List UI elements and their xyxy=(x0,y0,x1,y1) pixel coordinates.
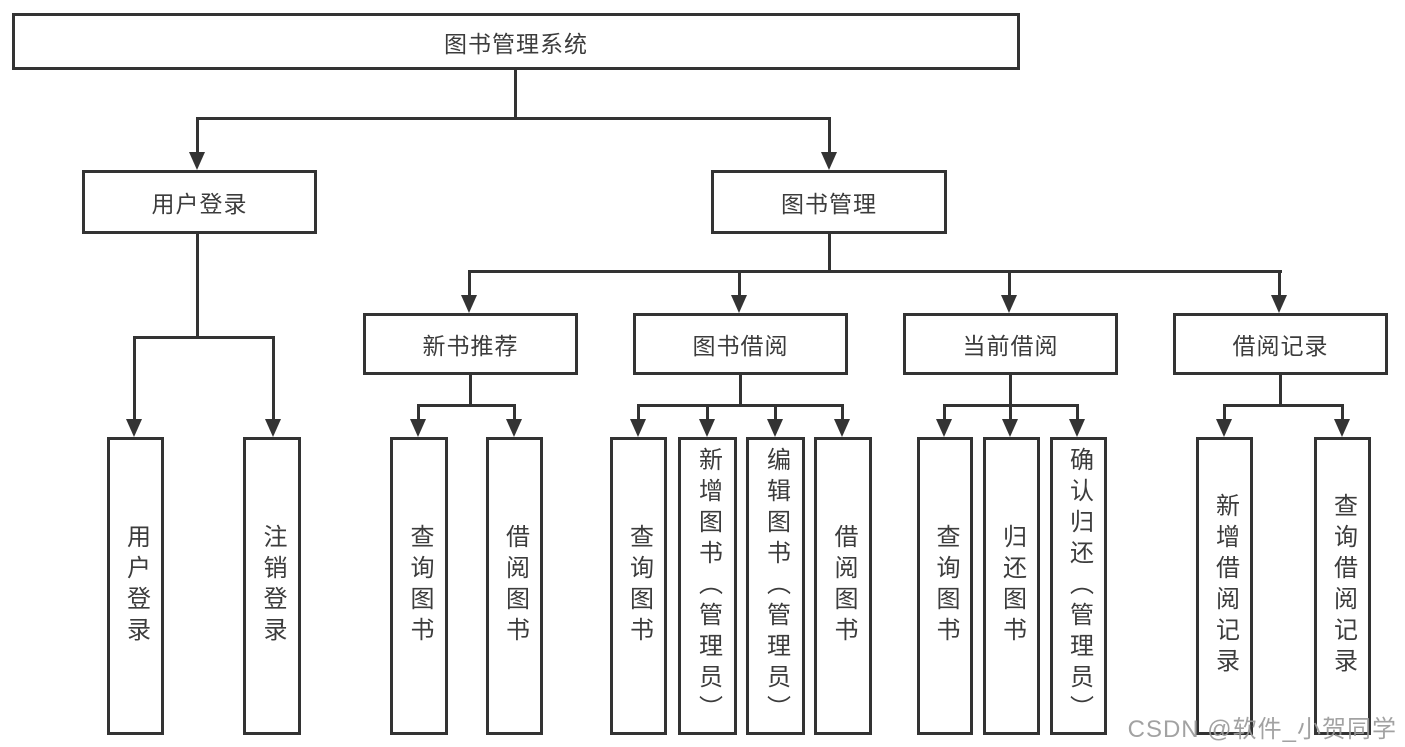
connector-vline xyxy=(828,233,831,272)
leaf-add-borrow-record-label: 新增借阅记录 xyxy=(1211,493,1239,679)
connector-vline xyxy=(417,404,420,421)
connector-vline xyxy=(514,70,517,119)
leaf-user-login-label: 用户登录 xyxy=(122,524,150,648)
connector-vline xyxy=(841,404,844,421)
arrow-down-icon xyxy=(506,419,522,437)
connector-vline xyxy=(1008,270,1011,297)
arrow-down-icon xyxy=(699,419,715,437)
arrow-down-icon xyxy=(410,419,426,437)
node-current-borrowing: 当前借阅 xyxy=(903,313,1118,375)
arrow-down-icon xyxy=(1334,419,1350,437)
arrow-down-icon xyxy=(731,295,747,313)
arrow-down-icon xyxy=(630,419,646,437)
connector-hline xyxy=(133,336,275,339)
leaf-edit-book-admin-label: 编辑图书（管理员） xyxy=(762,446,790,726)
leaf-add-book-admin: 新增图书（管理员） xyxy=(678,437,737,735)
arrow-down-icon xyxy=(265,419,281,437)
leaf-query-books-2-label: 查询图书 xyxy=(625,524,653,648)
leaf-borrow-books-2: 借阅图书 xyxy=(814,437,872,735)
csdn-watermark: CSDN @软件_小贺同学 xyxy=(1127,716,1397,743)
leaf-query-books-3-label: 查询图书 xyxy=(932,524,959,648)
leaf-borrow-books-label: 借阅图书 xyxy=(501,524,529,648)
leaf-confirm-return-admin-label: 确认归还（管理员） xyxy=(1065,446,1093,726)
connector-hline xyxy=(196,117,831,120)
node-new-book-recommendation-label: 新书推荐 xyxy=(422,333,519,359)
connector-vline xyxy=(272,336,275,421)
arrow-down-icon xyxy=(834,419,850,437)
node-book-borrowing: 图书借阅 xyxy=(633,313,848,375)
arrow-down-icon xyxy=(821,152,837,170)
connector-vline xyxy=(739,374,742,406)
arrow-down-icon xyxy=(461,295,477,313)
connector-vline xyxy=(1279,374,1282,406)
node-new-book-recommendation: 新书推荐 xyxy=(363,313,578,375)
leaf-logout: 注销登录 xyxy=(243,437,301,735)
leaf-confirm-return-admin: 确认归还（管理员） xyxy=(1050,437,1107,735)
leaf-return-books: 归还图书 xyxy=(983,437,1040,735)
arrow-down-icon xyxy=(767,419,783,437)
node-borrowing-records: 借阅记录 xyxy=(1173,313,1388,375)
node-root-library-system: 图书管理系统 xyxy=(12,13,1020,70)
leaf-query-books: 查询图书 xyxy=(390,437,448,735)
connector-vline xyxy=(1009,374,1012,406)
arrow-down-icon xyxy=(1001,295,1017,313)
connector-vline xyxy=(706,404,709,421)
node-book-management-label: 图书管理 xyxy=(781,191,877,217)
connector-vline xyxy=(738,270,741,297)
node-root-label: 图书管理系统 xyxy=(444,30,588,57)
arrow-down-icon xyxy=(189,152,205,170)
leaf-query-books-2: 查询图书 xyxy=(610,437,667,735)
leaf-user-login: 用户登录 xyxy=(107,437,164,735)
arrow-down-icon xyxy=(1216,419,1232,437)
leaf-query-books-label: 查询图书 xyxy=(406,524,433,648)
leaf-query-borrow-record: 查询借阅记录 xyxy=(1314,437,1371,735)
connector-vline xyxy=(1278,270,1281,297)
connector-vline xyxy=(828,117,831,155)
leaf-logout-label: 注销登录 xyxy=(259,524,286,648)
arrow-down-icon xyxy=(936,419,952,437)
node-borrowing-records-label: 借阅记录 xyxy=(1232,333,1329,359)
leaf-borrow-books-2-label: 借阅图书 xyxy=(830,524,857,648)
connector-vline xyxy=(469,374,472,406)
connector-vline xyxy=(196,233,199,338)
arrow-down-icon xyxy=(1271,295,1287,313)
connector-vline xyxy=(196,117,199,155)
arrow-down-icon xyxy=(1002,419,1018,437)
connector-vline xyxy=(133,336,136,421)
connector-vline xyxy=(774,404,777,421)
leaf-add-borrow-record: 新增借阅记录 xyxy=(1196,437,1253,735)
arrow-down-icon xyxy=(1069,419,1085,437)
connector-vline xyxy=(468,270,471,297)
connector-hline xyxy=(468,270,1282,273)
connector-vline xyxy=(1076,404,1079,421)
node-book-management: 图书管理 xyxy=(711,170,947,234)
connector-hline xyxy=(1223,404,1344,407)
leaf-add-book-admin-label: 新增图书（管理员） xyxy=(694,446,722,726)
connector-vline xyxy=(1341,404,1344,421)
leaf-query-books-3: 查询图书 xyxy=(917,437,973,735)
node-user-login-label: 用户登录 xyxy=(151,191,248,217)
connector-vline xyxy=(1223,404,1226,421)
leaf-return-books-label: 归还图书 xyxy=(998,524,1026,648)
leaf-edit-book-admin: 编辑图书（管理员） xyxy=(746,437,805,735)
node-current-borrowing-label: 当前借阅 xyxy=(962,333,1059,359)
leaf-borrow-books: 借阅图书 xyxy=(486,437,543,735)
connector-hline xyxy=(417,404,516,407)
connector-vline xyxy=(943,404,946,421)
node-book-borrowing-label: 图书借阅 xyxy=(692,333,789,359)
leaf-query-borrow-record-label: 查询借阅记录 xyxy=(1329,493,1357,679)
connector-vline xyxy=(513,404,516,421)
node-user-login: 用户登录 xyxy=(82,170,317,234)
arrow-down-icon xyxy=(126,419,142,437)
connector-vline xyxy=(637,404,640,421)
connector-hline xyxy=(637,404,844,407)
connector-vline xyxy=(1009,404,1012,421)
